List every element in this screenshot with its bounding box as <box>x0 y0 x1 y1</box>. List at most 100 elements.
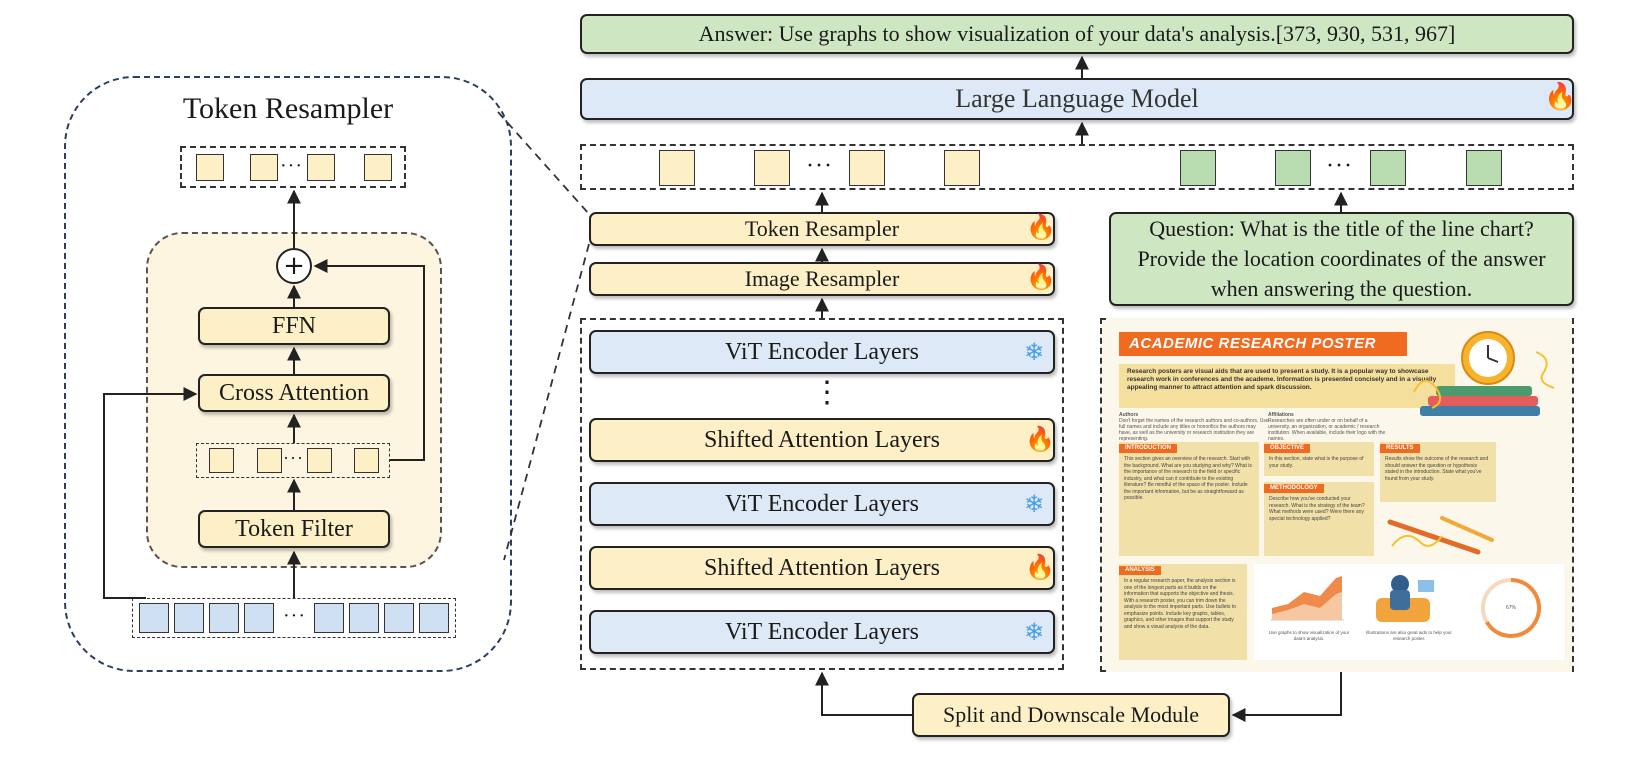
poster-clock-hand <box>1487 357 1499 363</box>
arrow-image-to-split <box>1231 672 1342 722</box>
visual-token <box>754 150 790 186</box>
input-token <box>244 603 274 633</box>
poster-results-text: Results show the outcome of the research… <box>1385 456 1489 482</box>
input-token <box>174 603 204 633</box>
filtered-token-row <box>196 443 390 478</box>
question-box: Question: What is the title of the line … <box>1109 212 1574 306</box>
poster-donut-arc <box>1485 578 1542 638</box>
token-resampler-block: Token Resampler <box>589 212 1055 246</box>
poster-affiliations-head: Affiliations <box>1268 412 1294 418</box>
zoom-line-bottom <box>503 243 590 561</box>
filtered-token <box>307 448 332 473</box>
fire-icon: 🔥 <box>1025 427 1055 453</box>
fire-icon: 🔥 <box>1544 82 1577 111</box>
token-filter-block: Token Filter <box>198 510 390 548</box>
poster-methodology-text: Describe how you've conducted your resea… <box>1269 496 1365 522</box>
poster-pencils-illustration <box>1387 516 1494 555</box>
filtered-token <box>257 448 282 473</box>
poster-donut-chart <box>1481 578 1542 638</box>
text-token <box>1180 150 1216 186</box>
filtered-token <box>209 448 234 473</box>
snowflake-icon: ❄ <box>1024 490 1045 518</box>
output-token <box>250 154 278 181</box>
output-token <box>364 154 392 181</box>
poster-introduction-section: INTRODUCTION This section gives an overv… <box>1119 442 1259 556</box>
snowflake-icon: ❄ <box>1024 338 1045 366</box>
shifted-attention-layers-1: Shifted Attention Layers <box>589 418 1055 462</box>
poster-title: ACADEMIC RESEARCH POSTER <box>1119 332 1407 356</box>
poster-results-tag: RESULTS <box>1380 444 1420 453</box>
poster-area-chart <box>1270 576 1344 621</box>
visual-token <box>944 150 980 186</box>
poster-illustration-shape <box>1418 580 1434 592</box>
input-token-row <box>132 598 456 638</box>
fire-icon: 🔥 <box>1025 555 1055 581</box>
poster-methodology-section: METHODOLOGY Describe how you've conducte… <box>1264 482 1374 556</box>
filtered-token <box>354 448 379 473</box>
llm-block: Large Language Model <box>580 78 1574 120</box>
filtered-token-ellipsis: ··· <box>283 448 304 468</box>
input-token <box>314 603 344 633</box>
input-to-crossattn-arrow <box>103 387 198 599</box>
merged-token-row <box>580 144 1574 190</box>
poster-illustration-shape <box>1390 590 1410 610</box>
output-token <box>196 154 224 181</box>
poster-pencil <box>1440 516 1494 542</box>
poster-pencil <box>1387 519 1481 555</box>
text-token <box>1370 150 1406 186</box>
panel-title: Token Resampler <box>182 92 394 125</box>
arrow-split-to-encoder <box>815 671 912 716</box>
visual-token <box>659 150 695 186</box>
text-token-ellipsis: ··· <box>1326 153 1353 179</box>
vit-encoder-layers-1: ViT Encoder Layers <box>589 330 1055 374</box>
poster-affiliations-text: Researches are often under or on behalf … <box>1268 418 1386 442</box>
poster-results-section: RESULTS Results show the outcome of the … <box>1380 442 1496 502</box>
output-token-ellipsis: ··· <box>280 155 303 177</box>
zoom-line-top <box>497 111 590 215</box>
poster-donut-label: 67% <box>1505 605 1516 611</box>
vit-encoder-layers-2: ViT Encoder Layers <box>589 482 1055 526</box>
input-token-ellipsis: ··· <box>283 605 306 627</box>
snowflake-icon: ❄ <box>1024 618 1045 646</box>
input-token <box>209 603 239 633</box>
output-token <box>307 154 335 181</box>
poster-illustration <box>1376 575 1434 622</box>
poster-illustration-shape <box>1391 575 1409 593</box>
fire-icon: 🔥 <box>1026 215 1056 241</box>
output-token-row <box>180 146 406 188</box>
poster-book <box>1420 406 1540 416</box>
vit-encoder-layers-3: ViT Encoder Layers <box>589 610 1055 654</box>
research-poster-image: ACADEMIC RESEARCH POSTER Research poster… <box>1106 318 1572 672</box>
poster-intro: Research posters are visual aids that ar… <box>1119 364 1455 408</box>
poster-introduction-tag: INTRODUCTION <box>1119 444 1177 453</box>
image-resampler-block: Image Resampler <box>589 262 1055 296</box>
poster-graph-caption: Use graphs to show visualization of your… <box>1268 630 1350 641</box>
residual-add-node: + <box>276 248 312 284</box>
poster-book <box>1436 386 1532 396</box>
input-token <box>384 603 414 633</box>
text-token <box>1466 150 1502 186</box>
poster-squiggle <box>1535 351 1555 389</box>
visual-token-ellipsis: ··· <box>806 153 833 179</box>
fire-icon: 🔥 <box>1026 265 1056 291</box>
input-token <box>349 603 379 633</box>
vision-encoder-stack <box>580 318 1064 670</box>
shifted-attention-layers-2: Shifted Attention Layers <box>589 546 1055 590</box>
input-token <box>139 603 169 633</box>
layers-vertical-ellipsis: ⋮ <box>812 376 842 409</box>
input-token <box>419 603 449 633</box>
poster-illustration-caption: Illustrations are also great aids to hel… <box>1366 630 1452 641</box>
poster-objective-tag: OBJECTIVE <box>1264 444 1311 453</box>
cross-attention-block: Cross Attention <box>198 374 390 412</box>
poster-book <box>1428 396 1538 406</box>
split-downscale-module: Split and Downscale Module <box>912 693 1230 737</box>
poster-squiggle <box>1413 380 1442 409</box>
residual-skip-arrow <box>313 259 425 461</box>
text-token <box>1275 150 1311 186</box>
poster-squiggle <box>1391 535 1443 547</box>
poster-analysis-text: In a regular research paper, the analysi… <box>1124 578 1236 630</box>
visual-token <box>849 150 885 186</box>
poster-introduction-text: This section gives an overview of the re… <box>1124 456 1252 501</box>
llm-label: Large Language Model <box>955 84 1199 113</box>
